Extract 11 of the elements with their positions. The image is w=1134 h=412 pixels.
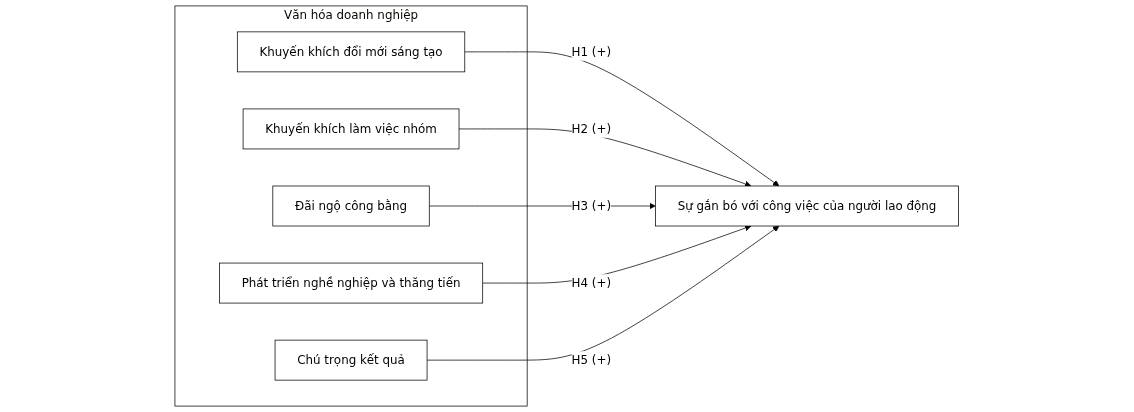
node-box: Đãi ngộ công bằng xyxy=(272,185,430,227)
edge-label: H1 (+) xyxy=(571,44,612,59)
node-box: Chú trọng kết quả xyxy=(274,339,428,381)
node-box: Khuyến khích làm việc nhóm xyxy=(243,108,460,150)
edge-label: H3 (+) xyxy=(571,198,612,213)
node-box: Sự gắn bó với công việc của người lao động xyxy=(655,185,960,227)
edge-label: H2 (+) xyxy=(571,121,612,136)
node-box: Phát triển nghề nghiệp và thăng tiến xyxy=(219,262,484,304)
node-box: Khuyến khích đổi mới sáng tạo xyxy=(237,31,466,73)
edge-label: H5 (+) xyxy=(571,352,612,367)
edge-label: H4 (+) xyxy=(571,275,612,290)
